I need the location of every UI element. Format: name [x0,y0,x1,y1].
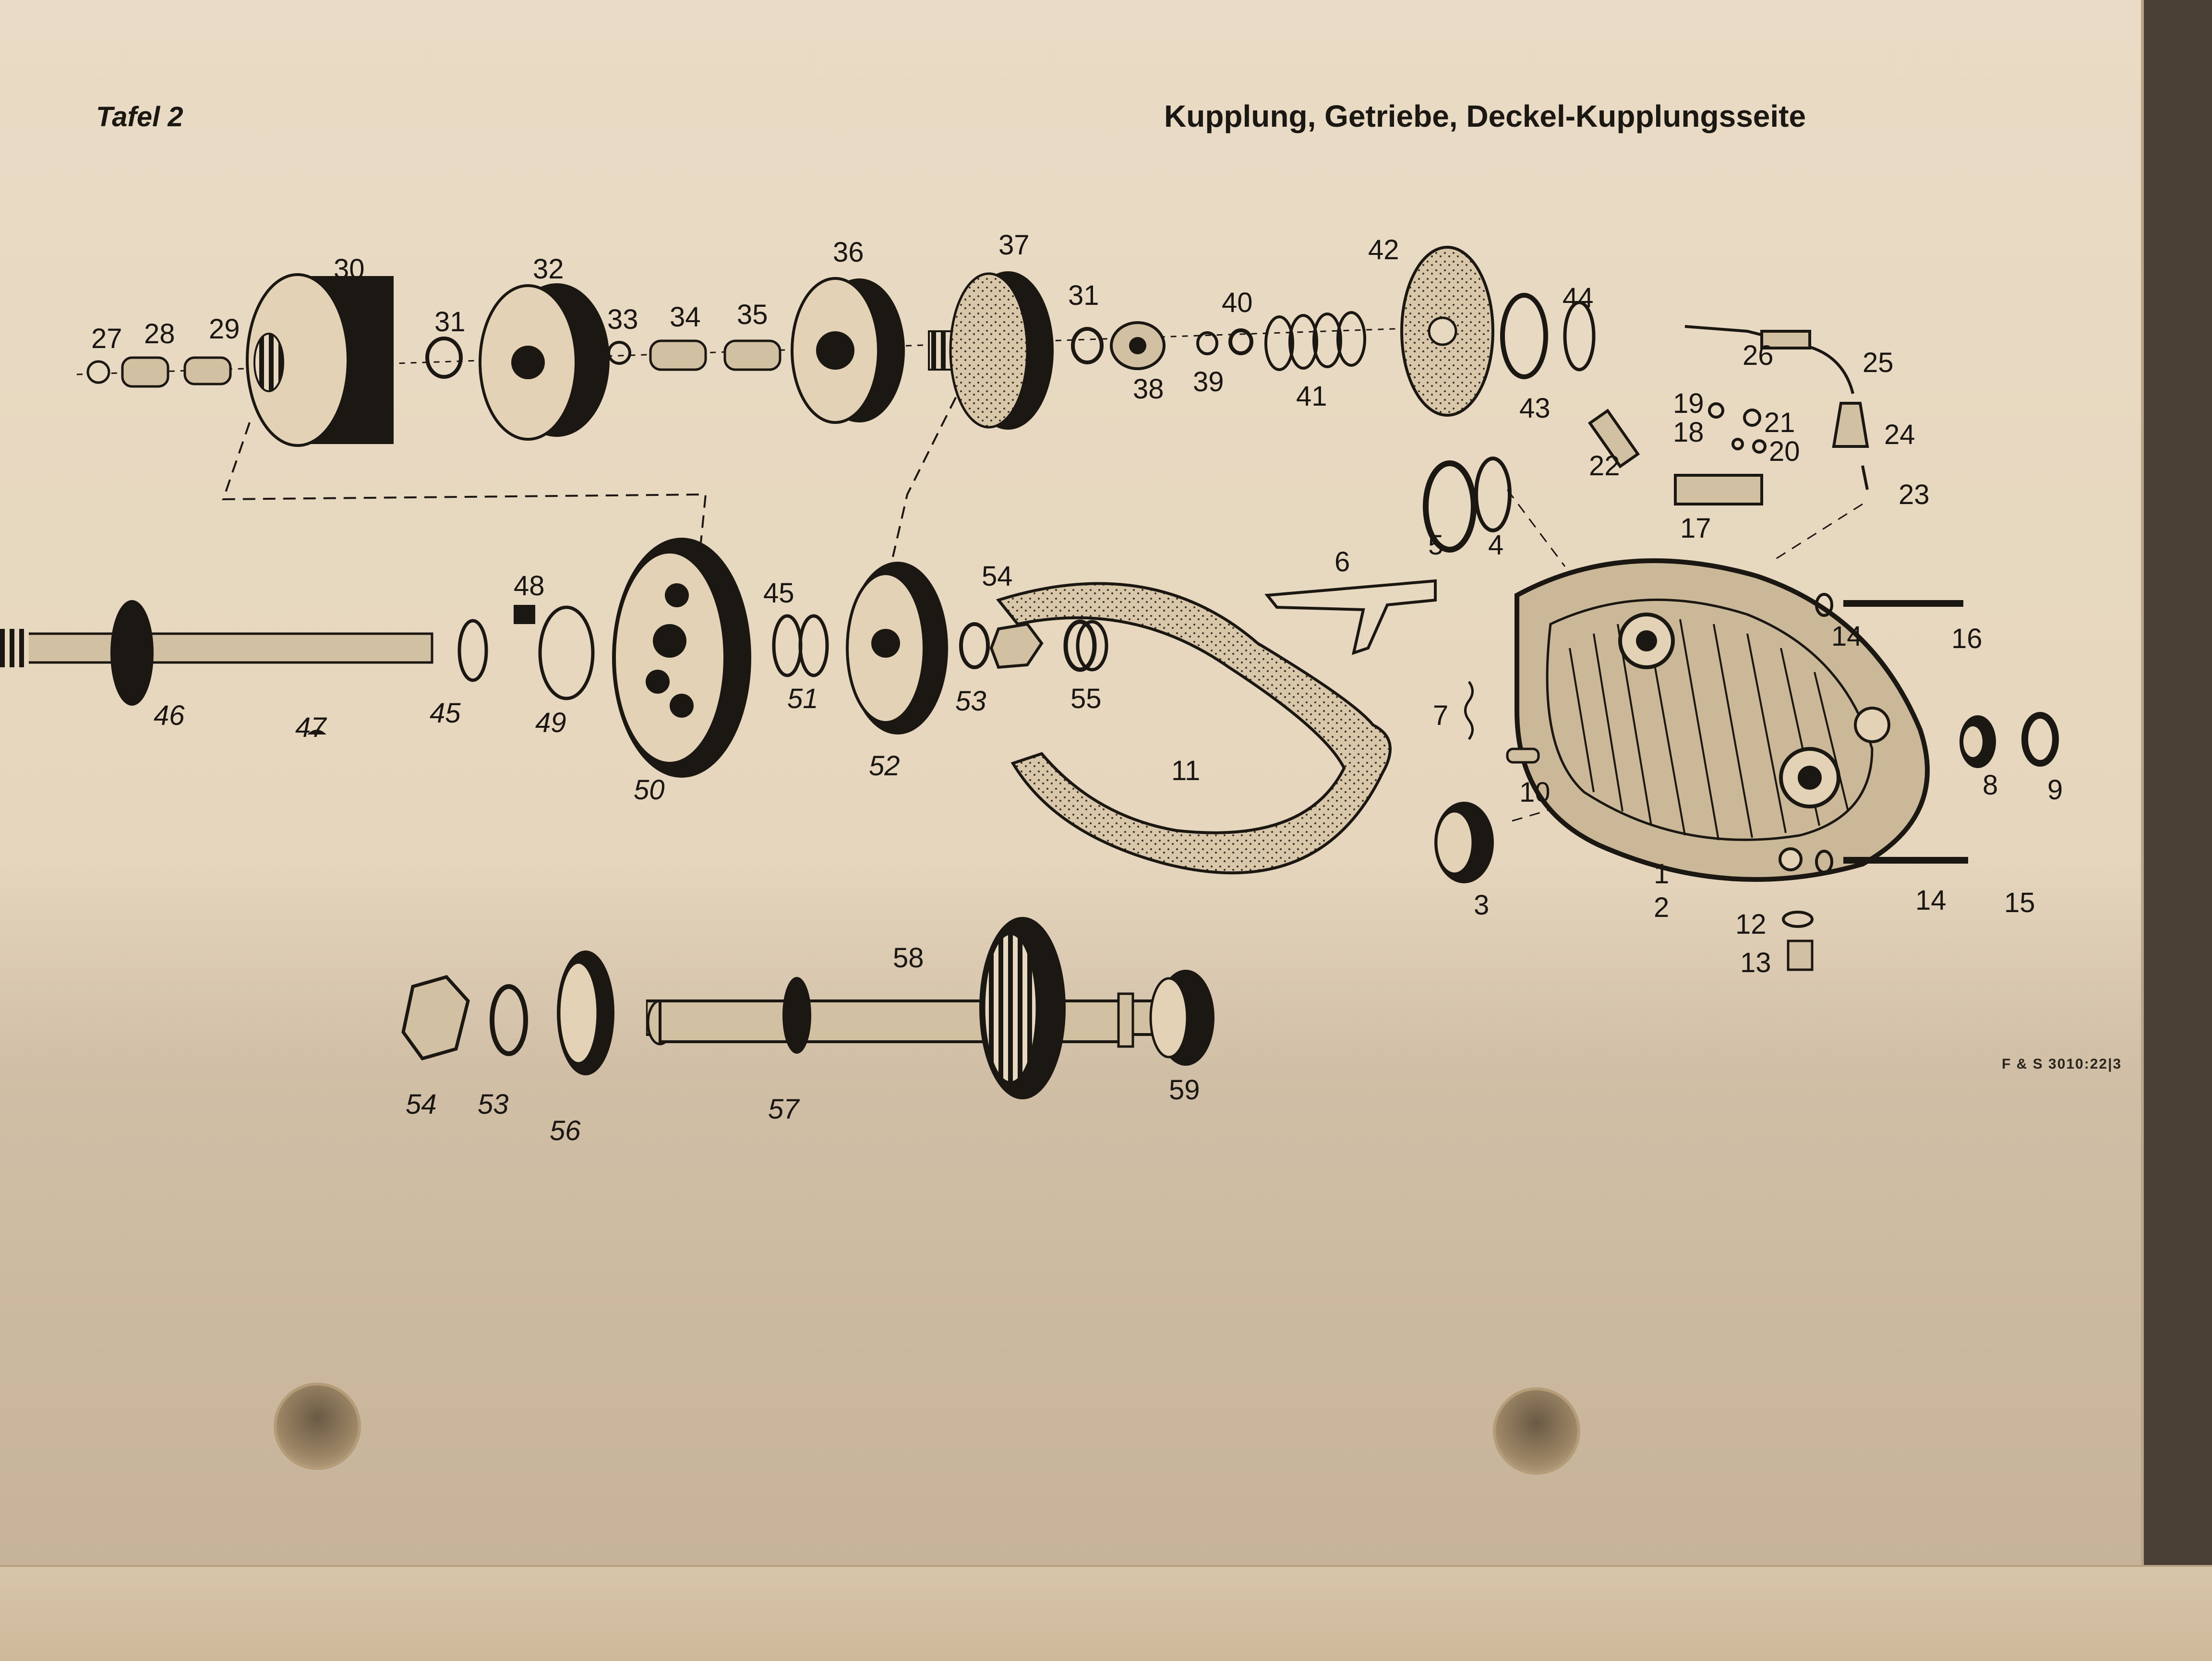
part-label-4: 4 [1488,530,1503,561]
part-label-54a: 54 [982,561,1013,592]
part-label-16: 16 [1951,623,1983,654]
part-label-48: 48 [514,570,545,602]
part-label-11: 11 [1171,755,1200,786]
part-label-51: 51 [787,683,818,714]
clutch-assembly [86,246,1596,447]
part-label-14a: 14 [1831,621,1863,652]
part-label-14b: 14 [1915,885,1947,916]
part-label-36: 36 [833,237,864,268]
plate-number: Tafel 2 [96,101,183,132]
part-label-57: 57 [768,1094,800,1125]
gear-shaft-assembly [0,538,1108,778]
part-label-29: 29 [209,313,240,345]
part-label-37: 37 [998,229,1030,261]
part-label-28: 28 [144,318,175,349]
part-label-52: 52 [869,750,900,782]
part-label-53b: 53 [478,1089,509,1120]
part-label-2: 2 [1654,892,1669,923]
part-label-8: 8 [1983,770,1998,801]
part-label-21: 21 [1764,407,1795,438]
catalog-code: F & S 3010:22|3 [2002,1056,2122,1072]
part-label-58: 58 [893,942,924,974]
part-label-27: 27 [91,323,122,354]
part-label-41: 41 [1296,381,1327,412]
part-label-38: 38 [1133,373,1164,405]
part-label-45b: 45 [430,698,461,729]
part-label-54b: 54 [406,1089,437,1120]
part-label-26: 26 [1743,340,1774,371]
kickstart-shaft-assembly [401,917,1214,1099]
part-label-17: 17 [1680,513,1711,544]
page-title: Kupplung, Getriebe, Deckel-Kupplungsseit… [1164,99,1806,133]
part-label-19: 19 [1673,388,1704,419]
part-label-31a: 31 [434,306,466,337]
part-label-35: 35 [737,299,768,330]
part-label-6: 6 [1334,546,1350,578]
part-label-10: 10 [1519,777,1551,808]
part-label-20: 20 [1769,436,1800,467]
cover-and-gasket [996,457,2059,971]
part-label-31b: 31 [1068,280,1099,311]
part-label-40: 40 [1222,287,1253,318]
part-label-25: 25 [1863,347,1894,378]
part-number-labels: 1 2 3 4 5 6 7 8 9 10 11 12 13 14 14 15 1… [91,229,2063,1146]
part-label-34: 34 [670,301,701,333]
speedometer-parts [1587,325,1869,506]
part-label-13: 13 [1740,947,1771,978]
part-label-56: 56 [550,1115,581,1146]
part-label-15: 15 [2004,887,2035,918]
part-label-42: 42 [1368,234,1399,265]
part-label-5: 5 [1428,530,1443,561]
part-label-9: 9 [2047,774,2063,806]
punch-hole-left [274,1383,361,1470]
part-label-1: 1 [1654,858,1669,890]
part-label-12: 12 [1735,909,1767,940]
part-label-23: 23 [1899,479,1930,510]
part-label-30: 30 [334,253,365,285]
part-label-22: 22 [1589,450,1620,481]
part-label-53a: 53 [955,686,986,717]
part-label-7: 7 [1433,700,1448,731]
part-label-55: 55 [1070,683,1102,714]
page-shadow [0,855,2141,1584]
part-label-43: 43 [1519,393,1551,424]
part-label-18: 18 [1673,417,1704,448]
part-label-3: 3 [1474,890,1489,921]
part-label-46: 46 [154,700,185,731]
lower-page-edge [0,1565,2212,1661]
part-label-32: 32 [533,253,564,285]
part-label-33: 33 [607,304,638,335]
part-label-49: 49 [535,707,566,738]
part-label-45a: 45 [763,578,794,609]
punch-hole-right [1493,1387,1580,1475]
part-label-50: 50 [634,774,665,806]
part-label-44: 44 [1563,282,1594,313]
part-label-47: 47 [295,712,327,743]
part-label-24: 24 [1884,419,1915,450]
part-label-59: 59 [1169,1074,1200,1106]
part-label-39: 39 [1193,366,1224,397]
